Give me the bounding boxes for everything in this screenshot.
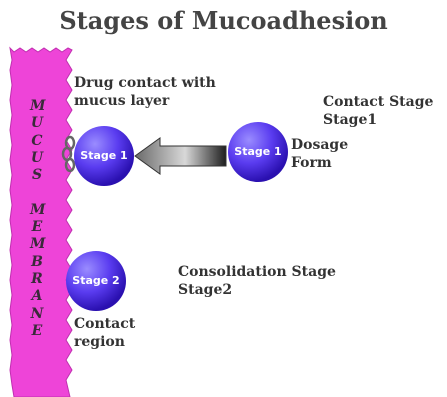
- dosage-line2: Form: [291, 155, 332, 171]
- membrane-letter: A: [31, 288, 43, 305]
- consolidation-stage-label: Consolidation Stage Stage2: [178, 263, 336, 299]
- drug-contact-line1: Drug contact with: [74, 75, 216, 91]
- membrane-letter: U: [30, 149, 44, 166]
- consolidation-line2: Stage2: [178, 282, 233, 298]
- contact-stage-line2: Stage1: [323, 112, 378, 128]
- stage1-attached-circle: [74, 126, 134, 186]
- attachment-links-icon: [61, 135, 76, 173]
- contact-region-line2: region: [74, 334, 125, 350]
- membrane-letter: M: [30, 236, 46, 253]
- membrane-letter: M: [30, 98, 46, 114]
- contact-stage-line1: Contact Stage: [323, 94, 434, 110]
- contact-region-label: Contact region: [74, 315, 135, 351]
- consolidation-line1: Consolidation Stage: [178, 264, 336, 280]
- contact-region-line1: Contact: [74, 316, 136, 332]
- membrane-letter: N: [30, 305, 44, 322]
- stage1-dosage-circle: [228, 122, 288, 182]
- membrane-letter: U: [30, 115, 44, 132]
- dosage-form-label: Dosage Form: [291, 136, 348, 172]
- drug-contact-line2: mucus layer: [74, 93, 170, 109]
- stage2-circle: [66, 251, 126, 311]
- membrane-letter: R: [31, 271, 43, 287]
- membrane-letter: S: [31, 167, 43, 184]
- contact-stage-label: Contact Stage Stage1: [323, 93, 433, 129]
- membrane-letter: E: [31, 322, 43, 339]
- diagram-title: Stages of Mucoadhesion: [59, 6, 388, 35]
- membrane-letter: C: [31, 132, 43, 149]
- movement-arrow: [134, 137, 227, 175]
- membrane-letter: B: [31, 253, 43, 270]
- dosage-line1: Dosage: [291, 137, 349, 153]
- membrane-letter: E: [31, 219, 43, 236]
- drug-contact-label: Drug contact with mucus layer: [74, 74, 216, 110]
- membrane-letter: M: [30, 201, 46, 218]
